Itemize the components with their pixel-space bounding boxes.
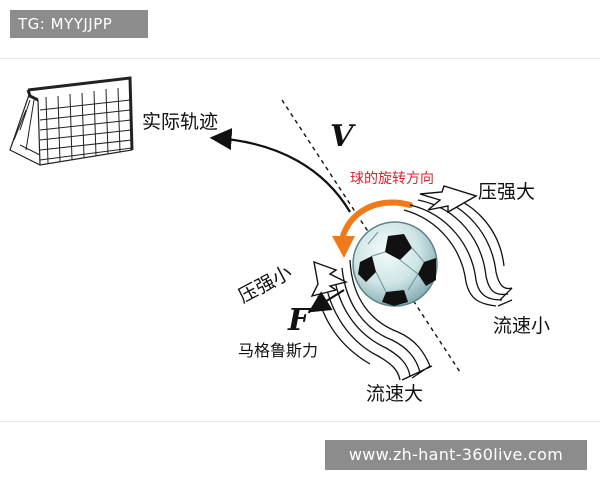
force-arrow (308, 289, 345, 313)
spin-direction-label: 球的旋转方向 (350, 171, 434, 187)
watermark-bottom-right: www.zh-hant-360live.com (325, 440, 587, 470)
pressure-high-label: 压强大 (478, 181, 535, 203)
soccer-ball-icon (352, 221, 438, 307)
actual-trajectory-label: 实际轨迹 (142, 111, 218, 133)
pressure-low-arrow (310, 260, 349, 298)
velocity-label: V (330, 119, 356, 154)
pressure-low-label: 压强小 (235, 261, 296, 307)
flow-slow-label: 流速小 (493, 315, 550, 337)
spin-arrow (332, 199, 413, 258)
force-label: F (287, 303, 312, 338)
pressure-high-arrow (419, 185, 478, 214)
diagram-panel (0, 58, 600, 422)
goal-net-icon (9, 76, 134, 166)
trajectory-arrow (209, 128, 351, 213)
watermark-top-left: TG: MYYJJPP (10, 10, 148, 38)
magnus-force-label: 马格鲁斯力 (238, 341, 318, 360)
flow-fast-label: 流速大 (366, 383, 423, 405)
